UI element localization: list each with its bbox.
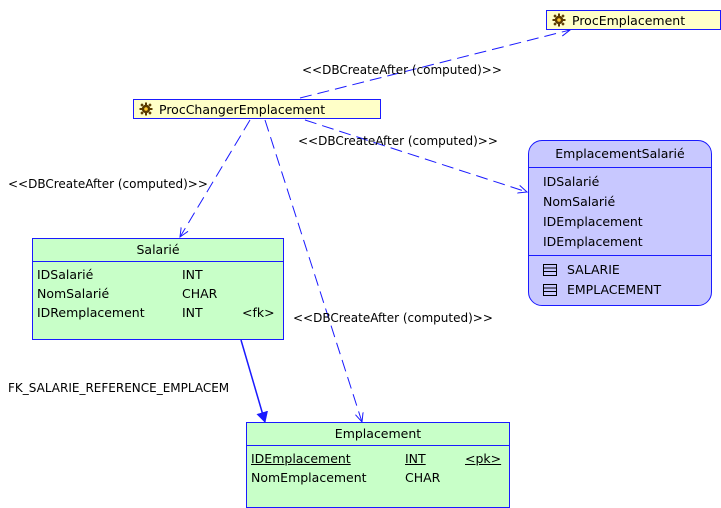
column-name: NomSalarié (37, 286, 110, 301)
link-label-proc-to-proc: <<DBCreateAfter (computed)>> (302, 63, 502, 77)
column-key: <pk> (465, 451, 502, 466)
column-type: INT (182, 267, 203, 282)
view-source: SALARIE (543, 260, 705, 280)
column-name: IDSalarié (37, 267, 94, 282)
column-name: NomEmplacement (251, 470, 367, 485)
table-name: Emplacement (247, 423, 509, 446)
view-name: EmplacementSalarié (529, 141, 711, 168)
table-row: IDEmplacement INT <pk> (251, 449, 505, 468)
table-salarie[interactable]: Salarié IDSalarié INT NomSalarié CHAR ID… (32, 238, 284, 340)
table-row: NomSalarié CHAR (37, 284, 279, 303)
procedure-procchangeremplacement[interactable]: ProcChangerEmplacement (133, 99, 381, 119)
view-column: IDSalarié (543, 174, 600, 189)
procedure-name: ProcChangerEmplacement (159, 101, 326, 117)
procedure-procemplacement[interactable]: ProcEmplacement (546, 10, 721, 30)
link-procchanger-to-salarie[interactable] (180, 119, 251, 237)
table-icon (543, 264, 557, 276)
view-column: IDEmplacement (543, 234, 643, 249)
table-emplacement[interactable]: Emplacement IDEmplacement INT <pk> NomEm… (246, 422, 510, 508)
table-row: IDSalarié INT (37, 265, 279, 284)
column-type: INT (405, 451, 426, 466)
link-label-to-emplacement: <<DBCreateAfter (computed)>> (293, 311, 493, 325)
column-type: CHAR (405, 470, 441, 485)
column-key: <fk> (242, 305, 275, 320)
link-procchanger-to-procemplacement[interactable] (299, 30, 570, 99)
link-label-to-view: <<DBCreateAfter (computed)>> (298, 134, 498, 148)
column-name: IDEmplacement (251, 451, 351, 466)
column-type: CHAR (182, 286, 218, 301)
view-source: EMPLACEMENT (543, 280, 705, 300)
link-label-to-salarie: <<DBCreateAfter (computed)>> (8, 177, 208, 191)
fk-link-salarie-to-emplacement[interactable] (240, 339, 268, 423)
view-emplacementsalarie[interactable]: EmplacementSalarié IDSalarié NomSalarié … (528, 140, 712, 306)
table-icon (543, 284, 557, 296)
view-source-name: SALARIE (567, 262, 620, 277)
column-type: INT (182, 305, 203, 320)
column-name: IDRemplacement (37, 305, 145, 320)
table-row: NomEmplacement CHAR (251, 468, 505, 487)
gear-icon (552, 13, 566, 27)
fk-reference-label: FK_SALARIE_REFERENCE_EMPLACEM (8, 381, 230, 395)
table-row: IDRemplacement INT <fk> (37, 303, 279, 322)
view-column: IDEmplacement (543, 214, 643, 229)
view-column: NomSalarié (543, 194, 616, 209)
procedure-name: ProcEmplacement (572, 12, 686, 28)
table-name: Salarié (33, 239, 283, 262)
gear-icon (139, 102, 153, 116)
view-source-name: EMPLACEMENT (567, 282, 662, 297)
link-procchanger-to-view[interactable] (304, 119, 527, 192)
